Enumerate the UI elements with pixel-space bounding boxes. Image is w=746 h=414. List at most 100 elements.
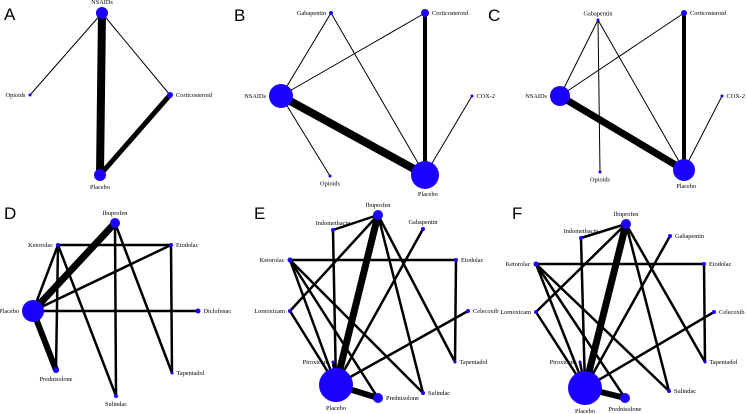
- edge-ibuprofen-indomethacin: [579, 222, 628, 240]
- edge-lornoxicam-ibuprofen: [534, 222, 628, 314]
- node-indomethacin: [579, 236, 583, 240]
- node-label-opioids: Opioids: [6, 92, 26, 99]
- edge-celecoxib-placebo: [334, 309, 470, 387]
- node-label-tapentadol: Tapentadol: [710, 359, 738, 366]
- node-ibuprofen: [110, 218, 120, 228]
- node-gabapentin: [596, 18, 600, 22]
- edge-placebo-ketorolac: [31, 243, 60, 313]
- node-label-gabapentin: Gabapentin: [408, 219, 438, 226]
- edge-ibuprofen-sulindac: [624, 222, 671, 393]
- node-label-gabapentin: Gabapentin: [583, 11, 613, 18]
- node-prednisolone: [620, 393, 630, 403]
- edge-ketorolac-sulindac: [56, 243, 118, 398]
- panel-letter: B: [234, 6, 245, 25]
- edge-ketorolac-sulindac: [534, 262, 671, 393]
- panel-letter: D: [4, 204, 16, 223]
- nodes: IbuprofenIndomethacinGabapentinKetorolac…: [500, 211, 744, 414]
- edge-placebo-ibuprofen: [332, 211, 382, 389]
- node-indomethacin: [331, 228, 335, 232]
- edge-nsaids-opioids: [280, 95, 331, 177]
- edge-ketorolac-prednisolone: [534, 262, 627, 400]
- edge-corticosteroid-placebo: [97, 92, 173, 178]
- node-lornoxicam: [288, 309, 292, 313]
- edge-cox2-placebo: [683, 95, 723, 171]
- node-label-lornoxicam: Lornoxicam: [254, 308, 285, 315]
- node-celecoxib: [712, 310, 716, 314]
- node-label-gabapentin: Gabapentin: [675, 233, 705, 240]
- edge-ibuprofen-sulindac: [376, 213, 425, 395]
- node-label-indomethacin: Indomethacin: [564, 228, 599, 235]
- node-label-ibuprofen: Ibuprofen: [103, 210, 129, 217]
- node-sulindac: [667, 389, 671, 393]
- edges: [288, 211, 470, 401]
- node-piroxicam: [578, 360, 582, 364]
- edge-cox2-placebo: [424, 95, 473, 176]
- node-label-celecoxib: Celecoxib: [719, 309, 745, 316]
- node-placebo: [411, 161, 439, 189]
- edge-gabapentin-placebo: [330, 12, 426, 176]
- node-label-nsaids: NSAIDs: [91, 0, 113, 6]
- node-nsaids: [269, 84, 293, 108]
- node-label-ibuprofen: Ibuprofen: [366, 202, 392, 209]
- node-etodolac: [169, 243, 173, 247]
- node-placebo: [22, 300, 44, 322]
- node-ketorolac: [56, 243, 60, 247]
- node-label-lornoxicam: Lornoxicam: [500, 309, 531, 316]
- edges: [29, 9, 173, 179]
- edge-gabapentin-placebo: [583, 234, 672, 390]
- edge-nsaids-placebo: [277, 92, 429, 179]
- edges: [534, 220, 716, 401]
- edge-ibuprofen-tapentadol: [624, 222, 707, 364]
- node-etodolac: [454, 258, 458, 262]
- node-corticosteroid: [167, 92, 173, 98]
- node-label-tapentadol: Tapentadol: [177, 370, 205, 377]
- node-diclofenac: [195, 308, 201, 314]
- panel-letter: A: [4, 5, 16, 24]
- node-label-placebo: Placebo: [676, 183, 696, 190]
- edge-gabapentin-opioids: [597, 19, 601, 173]
- edge-nsaids-placebo: [556, 92, 688, 174]
- node-placebo: [94, 169, 106, 181]
- node-tapentadol: [453, 360, 457, 364]
- panel-letter: E: [254, 204, 265, 223]
- node-label-diclofenac: Diclofenac: [204, 308, 232, 315]
- edge-etodolac-tapentadol: [702, 262, 707, 364]
- edge-gabapentin-nsaids: [280, 12, 332, 97]
- node-corticosteroid: [421, 9, 429, 17]
- edge-indomethacin-placebo: [331, 228, 338, 387]
- edges: [277, 11, 473, 179]
- node-label-placebo: Placebo: [0, 308, 19, 315]
- edge-corticosteroid-nsaids: [280, 12, 426, 97]
- node-tapentadol: [170, 371, 174, 375]
- node-label-sulindac: Sulindac: [105, 401, 127, 408]
- edge-placebo-ibuprofen: [29, 219, 119, 315]
- edge-ketorolac-prednisolone: [288, 258, 380, 400]
- node-label-ketorolac: Ketorolac: [260, 257, 285, 264]
- node-label-indomethacin: Indomethacin: [316, 220, 351, 227]
- node-label-prednisolone: Prednisolone: [386, 395, 419, 402]
- node-cox2: [470, 94, 474, 98]
- node-label-placebo: Placebo: [90, 184, 110, 191]
- node-label-piroxicam: Piroxicam: [303, 359, 329, 366]
- edge-ketorolac-placebo: [288, 258, 338, 387]
- node-ketorolac: [287, 257, 293, 263]
- node-label-opioids: Opioids: [320, 181, 340, 188]
- edge-corticosteroid-nsaids: [559, 12, 685, 97]
- node-label-placebo: Placebo: [575, 408, 595, 414]
- node-label-etodolac: Etodolac: [461, 257, 484, 264]
- panel-letter: F: [512, 204, 522, 223]
- node-label-gabapentin: Gabapentin: [297, 10, 327, 17]
- node-label-opioids: Opioids: [590, 177, 610, 184]
- node-label-sulindac: Sulindac: [674, 388, 696, 395]
- node-label-nsaids: NSAIDs: [525, 93, 547, 100]
- edge-gabapentin-placebo: [334, 227, 425, 387]
- edge-nsaids-corticosteroid: [101, 12, 171, 96]
